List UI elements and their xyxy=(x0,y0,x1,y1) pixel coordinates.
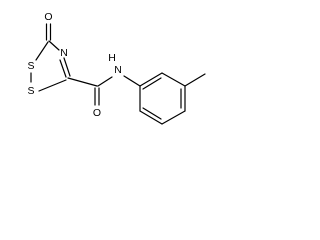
atom-n-amide: N xyxy=(114,64,122,76)
bond-camide-n xyxy=(97,76,113,87)
bond-n-aryl xyxy=(123,75,141,87)
bond-ar-5-6-inner xyxy=(142,107,162,120)
bond-ar-4-5 xyxy=(161,110,186,125)
bond-ar-2-3 xyxy=(161,72,186,87)
bond-n-c5-double-b xyxy=(59,59,67,78)
molecule-drawing: O N S S H N O xyxy=(27,11,206,125)
bond-methyl xyxy=(184,73,206,87)
atom-h-amide: H xyxy=(108,52,116,64)
atom-n-ring: N xyxy=(60,47,68,59)
bond-c5-camide xyxy=(67,77,98,87)
structure-canvas: O N S S H N O xyxy=(0,0,217,144)
atom-o-ring-carbonyl: O xyxy=(44,11,52,23)
bond-n-c5-double-a xyxy=(63,57,71,77)
bond-s2-c5 xyxy=(38,79,67,92)
atom-s-ring-2: S xyxy=(27,85,34,97)
atom-o-amide: O xyxy=(93,107,101,119)
atom-s-ring-1: S xyxy=(27,60,34,72)
bond-c3-s1 xyxy=(35,41,49,61)
bond-ar-1-2-inner xyxy=(142,77,162,90)
bond-ar-5-6 xyxy=(139,110,163,125)
bond-c3-n xyxy=(48,40,60,51)
bond-ar-1-2 xyxy=(139,72,163,87)
